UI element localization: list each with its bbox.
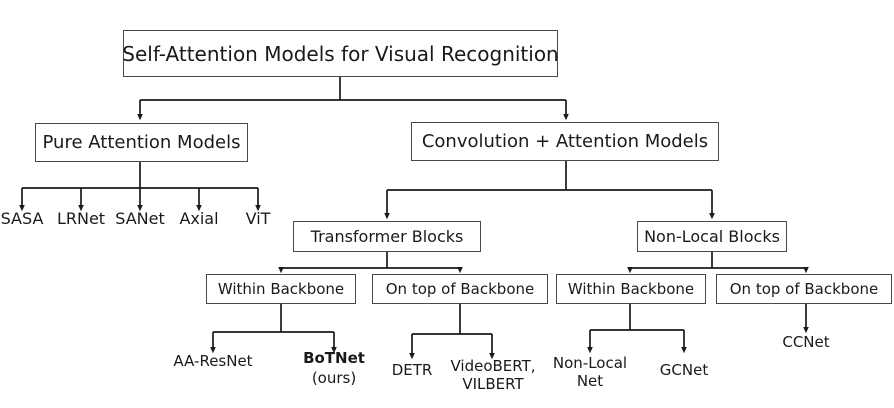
node-within-backbone-nonlocal: Within Backbone bbox=[556, 274, 706, 304]
node-within-backbone-nonlocal-label: Within Backbone bbox=[567, 280, 695, 298]
leaf-sasa: SASA bbox=[0, 210, 54, 228]
node-transformer-blocks-label: Transformer Blocks bbox=[310, 227, 464, 246]
node-pure-attention-models: Pure Attention Models bbox=[35, 123, 248, 162]
node-within-backbone-transformer-label: Within Backbone bbox=[217, 280, 345, 298]
leaf-botnet-label: BoTNet bbox=[303, 349, 365, 367]
leaf-ccnet-label: CCNet bbox=[782, 333, 830, 351]
node-non-local-blocks: Non-Local Blocks bbox=[637, 221, 787, 252]
node-on-top-of-backbone-transformer: On top of Backbone bbox=[372, 274, 548, 304]
leaf-sanet: SANet bbox=[108, 210, 172, 228]
leaf-sasa-label: SASA bbox=[0, 209, 44, 228]
leaf-non-local-net: Non-Local bbox=[542, 355, 638, 372]
node-root: Self-Attention Models for Visual Recogni… bbox=[122, 30, 559, 77]
leaf-lrnet: LRNet bbox=[49, 210, 113, 228]
node-root-label: Self-Attention Models for Visual Recogni… bbox=[122, 41, 559, 66]
leaf-detr-label: DETR bbox=[391, 361, 433, 379]
leaf-non-local-net-line1: Non-Local bbox=[552, 354, 628, 372]
node-within-backbone-transformer: Within Backbone bbox=[206, 274, 356, 304]
leaf-detr: DETR bbox=[377, 362, 447, 379]
node-convolution-attention-models: Convolution + Attention Models bbox=[411, 122, 719, 161]
leaf-ccnet: CCNet bbox=[766, 334, 846, 351]
node-convolution-attention-models-label: Convolution + Attention Models bbox=[421, 131, 709, 152]
leaf-videobert-line1: VideoBERT, bbox=[450, 357, 536, 375]
leaf-botnet-sublabel: (ours) bbox=[284, 370, 384, 387]
node-transformer-blocks: Transformer Blocks bbox=[293, 221, 481, 252]
leaf-aa-resnet-label: AA-ResNet bbox=[173, 352, 253, 370]
node-on-top-of-backbone-nonlocal-label: On top of Backbone bbox=[729, 280, 879, 298]
leaf-vilbert-line2-text: VILBERT bbox=[462, 375, 524, 393]
node-on-top-of-backbone-transformer-label: On top of Backbone bbox=[385, 280, 535, 298]
leaf-vilbert-line2: VILBERT bbox=[443, 376, 543, 393]
leaf-botnet-sublabel-text: (ours) bbox=[311, 369, 357, 387]
leaf-botnet: BoTNet bbox=[284, 350, 384, 367]
leaf-axial-label: Axial bbox=[179, 209, 219, 228]
leaf-axial: Axial bbox=[167, 210, 231, 228]
leaf-vit: ViT bbox=[226, 210, 290, 228]
leaf-non-local-net-line2: Net bbox=[542, 373, 638, 390]
leaf-videobert-vilbert: VideoBERT, bbox=[443, 358, 543, 375]
leaf-gcnet: GCNet bbox=[644, 362, 724, 379]
leaf-aa-resnet: AA-ResNet bbox=[153, 353, 273, 370]
leaf-non-local-net-line2-text: Net bbox=[576, 372, 604, 390]
leaf-vit-label: ViT bbox=[245, 209, 271, 228]
node-non-local-blocks-label: Non-Local Blocks bbox=[644, 227, 780, 246]
leaf-gcnet-label: GCNet bbox=[659, 361, 709, 379]
leaf-sanet-label: SANet bbox=[115, 209, 165, 228]
node-on-top-of-backbone-nonlocal: On top of Backbone bbox=[716, 274, 892, 304]
leaf-lrnet-label: LRNet bbox=[56, 209, 106, 228]
node-pure-attention-models-label: Pure Attention Models bbox=[42, 132, 241, 153]
